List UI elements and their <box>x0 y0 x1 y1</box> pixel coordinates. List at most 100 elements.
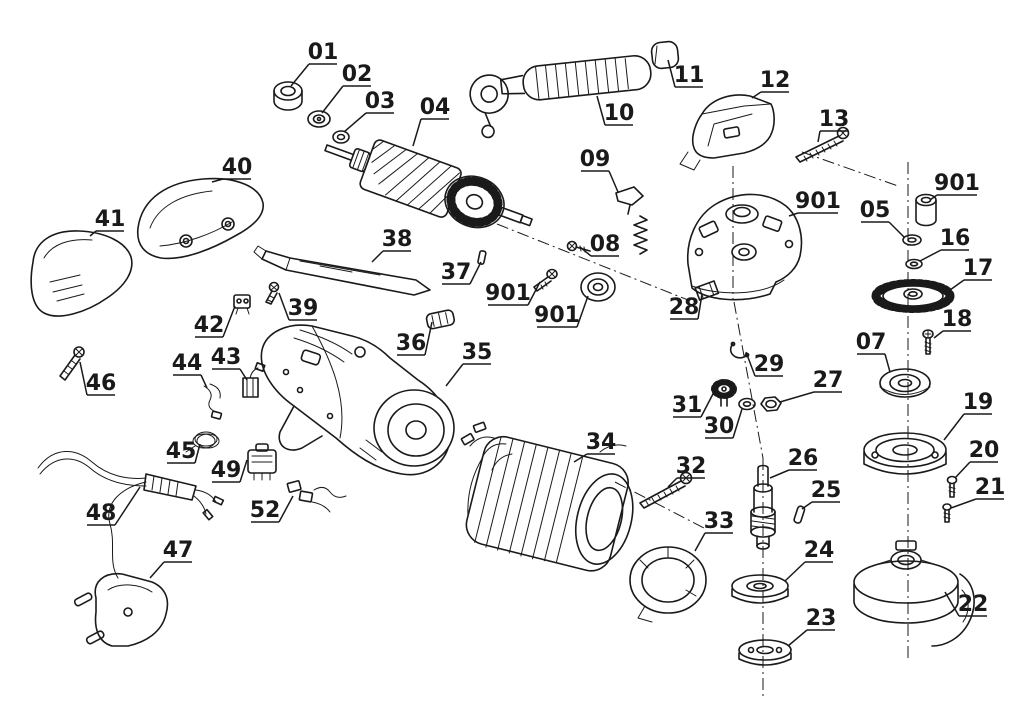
svg-text:02: 02 <box>342 62 373 87</box>
svg-text:30: 30 <box>704 414 735 439</box>
svg-text:11: 11 <box>674 63 705 88</box>
svg-text:33: 33 <box>704 509 735 534</box>
micro-switch-sketch <box>233 294 251 315</box>
screw-21-sketch <box>942 503 952 523</box>
cable-strain-relief-sketch <box>37 450 225 579</box>
svg-text:46: 46 <box>86 371 117 396</box>
part-label-05-12: 05 <box>860 198 905 238</box>
svg-text:31: 31 <box>672 393 703 418</box>
svg-text:901: 901 <box>795 189 841 214</box>
wire-coil-sketch <box>185 431 220 453</box>
svg-text:27: 27 <box>813 368 844 393</box>
svg-text:45: 45 <box>166 439 197 464</box>
screw-46-sketch <box>59 346 85 381</box>
gear-head-cover-sketch <box>679 94 775 171</box>
washer-sketch <box>332 130 350 144</box>
part-label-17-15: 17 <box>949 256 994 291</box>
wire-leads-sketch <box>203 383 223 420</box>
svg-text:26: 26 <box>788 446 819 471</box>
handle-cover-inner-sketch <box>136 177 264 260</box>
svg-text:25: 25 <box>811 478 842 503</box>
pin-sketch <box>477 250 487 265</box>
screw-20-sketch <box>946 475 958 498</box>
svg-text:32: 32 <box>676 454 707 479</box>
part-label-901-13: 901 <box>788 189 841 217</box>
part-label-22-50: 22 <box>944 591 988 617</box>
svg-text:28: 28 <box>669 295 700 320</box>
spacer-sleeve-sketch <box>915 193 937 227</box>
washer-05-sketch <box>902 234 922 246</box>
handle-cover-outer-sketch <box>30 230 133 317</box>
small-bearing-sketch <box>307 110 331 128</box>
svg-text:39: 39 <box>288 296 319 321</box>
svg-text:20: 20 <box>969 438 1000 463</box>
bearing-flange-sketch <box>863 432 947 475</box>
part-label-29-30: 29 <box>745 351 784 377</box>
crown-gear-sketch <box>871 279 955 313</box>
part-label-08-16: 08 <box>579 232 621 257</box>
svg-text:07: 07 <box>856 330 887 355</box>
baffle-ring-sketch <box>629 546 707 623</box>
part-label-35-26: 35 <box>445 340 492 387</box>
part-label-19-35: 19 <box>943 390 993 441</box>
part-label-21-42: 21 <box>950 475 1006 509</box>
stator-sketch <box>460 421 634 572</box>
parts-artwork <box>30 40 975 666</box>
link-bar-sketch <box>253 245 431 296</box>
part-label-11-5: 11 <box>667 59 705 88</box>
latch-lever-sketch <box>615 186 644 215</box>
svg-text:49: 49 <box>211 458 242 483</box>
part-label-24-47: 24 <box>784 538 834 582</box>
svg-text:43: 43 <box>211 345 242 370</box>
svg-text:18: 18 <box>942 307 973 332</box>
wheel-guard-sketch <box>853 540 975 647</box>
svg-text:901: 901 <box>534 303 580 328</box>
washer-16-sketch <box>905 258 923 270</box>
spring-sketch <box>633 215 648 255</box>
svg-text:17: 17 <box>963 256 994 281</box>
svg-text:52: 52 <box>250 498 281 523</box>
part-label-36-25: 36 <box>396 321 433 356</box>
part-label-09-8: 09 <box>580 147 619 193</box>
axis-lines <box>496 151 909 700</box>
part-label-23-49: 23 <box>787 606 837 647</box>
pinion-gear-sketch <box>711 379 737 407</box>
part-label-28-21: 28 <box>669 293 703 320</box>
side-handle-sketch <box>469 54 652 139</box>
svg-text:901: 901 <box>485 281 531 306</box>
brush-holder-sketch <box>694 280 720 301</box>
ball-bearing-07-sketch <box>879 368 931 398</box>
screw-901-sketch <box>533 268 558 292</box>
handle-end-cap-sketch <box>650 40 680 70</box>
svg-text:36: 36 <box>396 331 427 356</box>
part-label-48-45: 48 <box>86 486 141 526</box>
part-label-44-28: 44 <box>172 351 208 389</box>
svg-text:12: 12 <box>760 68 791 93</box>
svg-text:40: 40 <box>222 155 253 180</box>
part-label-41-10: 41 <box>89 207 125 237</box>
inner-flange-sketch <box>731 574 789 604</box>
svg-text:23: 23 <box>806 606 837 631</box>
svg-text:10: 10 <box>604 101 635 126</box>
part-label-04-3: 04 <box>412 95 450 147</box>
svg-text:42: 42 <box>194 313 225 338</box>
svg-text:08: 08 <box>590 232 621 257</box>
part-label-26-39: 26 <box>769 446 819 479</box>
svg-text:16: 16 <box>940 226 971 251</box>
part-label-25-43: 25 <box>801 478 842 510</box>
screw-39-sketch <box>265 281 280 305</box>
part-label-20-38: 20 <box>954 438 1000 479</box>
part-label-42-24: 42 <box>194 305 236 338</box>
svg-text:21: 21 <box>975 475 1006 500</box>
spacer-ring-sketch <box>273 81 303 111</box>
part-label-37-18: 37 <box>441 260 482 285</box>
part-label-01-0: 01 <box>290 40 338 87</box>
part-label-46-32: 46 <box>79 361 117 396</box>
part-label-02-1: 02 <box>321 62 373 114</box>
svg-text:34: 34 <box>586 430 617 455</box>
hex-nut-sketch <box>760 396 782 412</box>
svg-text:13: 13 <box>819 107 850 132</box>
key-sketch <box>793 505 806 524</box>
